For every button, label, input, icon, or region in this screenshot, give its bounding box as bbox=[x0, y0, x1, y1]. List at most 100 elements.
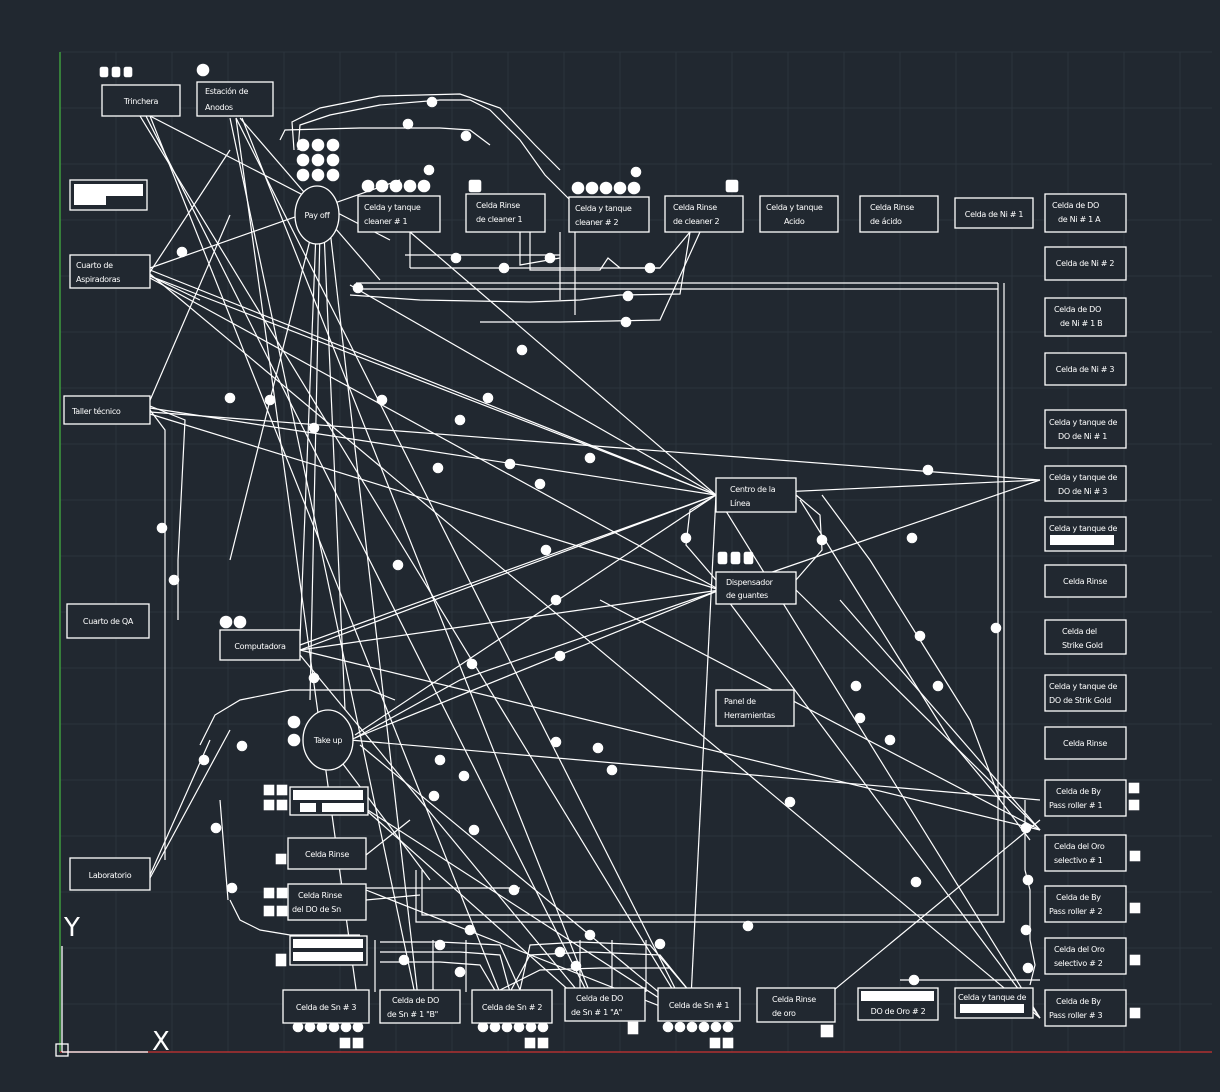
node-cleaner1-tank-label-2: cleaner # 1 bbox=[364, 217, 408, 226]
node-acido-tank-label-1: Celda y tanque bbox=[766, 203, 823, 212]
node-do-ni1-tank[interactable]: Celda y tanque de DO de Ni # 1 bbox=[1044, 409, 1127, 449]
node-cleaner2-tank[interactable]: Celda y tanque cleaner # 2 bbox=[568, 196, 650, 233]
icon-cluster-trinchera bbox=[99, 66, 133, 78]
node-acido-rinse-label-2: de ácido bbox=[870, 217, 902, 226]
icon-cluster-left-panel bbox=[263, 784, 288, 967]
node-celda-rinse-left[interactable]: Celda Rinse bbox=[287, 837, 367, 870]
flow-marker-core bbox=[312, 425, 316, 431]
node-centro-linea[interactable]: Centro de la Línea bbox=[715, 477, 797, 513]
icon-cluster-rinse1 bbox=[468, 179, 482, 193]
flow-marker-core bbox=[502, 265, 506, 271]
node-cuarto-aspiradoras-label-2: Aspiradoras bbox=[76, 275, 120, 284]
node-cleaner2-tank-label-1: Celda y tanque bbox=[575, 204, 632, 213]
flow-marker-core bbox=[486, 395, 490, 401]
node-do-strike-gold-label-2: DO de Strik Gold bbox=[1049, 696, 1111, 705]
node-do-sn1a-label-1: Celda de DO bbox=[576, 994, 623, 1003]
node-oro-sel2[interactable]: Celda del Oro selectivo # 2 bbox=[1044, 937, 1127, 975]
node-by-pass3[interactable]: Celda de By Pass roller # 3 bbox=[1044, 989, 1127, 1027]
node-computadora[interactable]: Computadora bbox=[219, 629, 301, 661]
flow-marker-core bbox=[436, 465, 440, 471]
flow-marker-core bbox=[888, 737, 892, 743]
node-sn1[interactable]: Celda de Sn # 1 bbox=[657, 987, 741, 1022]
node-cuarto-aspiradoras[interactable]: Cuarto de Aspiradoras bbox=[69, 254, 151, 289]
node-oro-sel1-label-2: selectivo # 1 bbox=[1054, 856, 1103, 865]
node-cleaner1-rinse[interactable]: Celda Rinse de cleaner 1 bbox=[465, 193, 546, 233]
icon-cluster-sn1 bbox=[662, 1021, 734, 1049]
node-by-pass1-label-1: Celda de By bbox=[1056, 787, 1101, 796]
node-rinse-do-sn[interactable]: Celda Rinse del DO de Sn bbox=[287, 883, 367, 921]
node-ni2[interactable]: Celda de Ni # 2 bbox=[1044, 246, 1127, 281]
node-pay-off[interactable]: Pay off bbox=[294, 185, 340, 245]
node-ni3[interactable]: Celda de Ni # 3 bbox=[1044, 352, 1127, 386]
node-rinse-do-sn-label-1: Celda Rinse bbox=[298, 891, 342, 900]
node-cleaner2-rinse[interactable]: Celda Rinse de cleaner 2 bbox=[664, 195, 744, 233]
node-do-ni1b[interactable]: Celda de DO de Ni # 1 B bbox=[1044, 297, 1127, 337]
node-cuarto-qa[interactable]: Cuarto de QA bbox=[66, 603, 150, 639]
node-rinse-oro[interactable]: Celda Rinse de oro bbox=[756, 987, 836, 1023]
node-do-strike-gold[interactable]: Celda y tanque de DO de Strik Gold bbox=[1044, 674, 1127, 712]
node-ni2-label: Celda de Ni # 2 bbox=[1056, 259, 1115, 268]
node-do-oro2[interactable]: DO de Oro # 2 bbox=[857, 987, 939, 1021]
node-anodos-label-1: Estación de bbox=[205, 86, 248, 96]
node-sn2-label: Celda de Sn # 2 bbox=[482, 1003, 543, 1012]
icon-cluster-rinse2 bbox=[725, 179, 739, 193]
node-cleaner1-rinse-label-2: de cleaner 1 bbox=[476, 215, 523, 224]
node-strike-gold[interactable]: Celda del Strike Gold bbox=[1044, 619, 1127, 655]
y-axis-label: Y bbox=[63, 913, 80, 943]
node-do-sn1a-label-2: de Sn # 1 "A" bbox=[571, 1008, 622, 1017]
node-by-pass2[interactable]: Celda de By Pass roller # 2 bbox=[1044, 885, 1127, 923]
node-sn3[interactable]: Celda de Sn # 3 bbox=[282, 989, 370, 1024]
node-rinse-right1[interactable]: Celda Rinse bbox=[1044, 564, 1127, 598]
node-tank-blank[interactable]: Celda y tanque de bbox=[1044, 516, 1127, 552]
node-rinse-right2[interactable]: Celda Rinse bbox=[1044, 726, 1127, 760]
node-sn2[interactable]: Celda de Sn # 2 bbox=[471, 989, 553, 1024]
node-oro-sel1[interactable]: Celda del Oro selectivo # 1 bbox=[1044, 834, 1127, 872]
flow-marker-core bbox=[470, 661, 474, 667]
flow-marker-core bbox=[462, 773, 466, 779]
flow-marker-core bbox=[430, 99, 434, 105]
node-centro-linea-label-1: Centro de la bbox=[730, 485, 776, 494]
node-pay-off-label: Pay off bbox=[304, 211, 330, 220]
node-blank-panel bbox=[289, 786, 369, 816]
node-tank-blank-label: Celda y tanque de bbox=[1049, 524, 1118, 533]
node-do-sn1b[interactable]: Celda de DO de Sn # 1 "B" bbox=[379, 989, 461, 1024]
node-do-ni3-tank[interactable]: Celda y tanque de DO de Ni # 3 bbox=[1044, 465, 1127, 502]
node-tank-bottom[interactable]: Celda y tanque de bbox=[954, 987, 1034, 1019]
node-by-pass3-label-1: Celda de By bbox=[1056, 997, 1101, 1006]
flow-marker-core bbox=[588, 932, 592, 938]
node-do-sn1a[interactable]: Celda de DO de Sn # 1 "A" bbox=[564, 987, 646, 1022]
flow-marker-core bbox=[746, 923, 750, 929]
node-ni1[interactable]: Celda de Ni # 1 bbox=[954, 197, 1034, 229]
node-laboratorio[interactable]: Laboratorio bbox=[69, 857, 151, 891]
node-cleaner2-rinse-label-1: Celda Rinse bbox=[673, 203, 717, 212]
node-trinchera[interactable]: Trinchera bbox=[101, 84, 181, 117]
flow-marker-core bbox=[438, 757, 442, 763]
node-anodos-label-2: Anodos bbox=[205, 103, 233, 112]
flow-marker-core bbox=[1024, 927, 1028, 933]
node-do-ni1a[interactable]: Celda de DO de Ni # 1 A bbox=[1044, 193, 1127, 233]
node-ni3-label: Celda de Ni # 3 bbox=[1056, 365, 1115, 374]
flow-marker-core bbox=[464, 133, 468, 139]
node-anodos[interactable]: Estación de Anodos bbox=[196, 81, 274, 117]
flow-marker-core bbox=[624, 319, 628, 325]
node-acido-tank[interactable]: Celda y tanque Acido bbox=[759, 195, 839, 233]
flow-marker-core bbox=[356, 285, 360, 291]
flow-marker-core bbox=[610, 767, 614, 773]
node-cleaner1-tank[interactable]: Celda y tanque cleaner # 1 bbox=[357, 195, 441, 233]
node-panel-herramientas[interactable]: Panel de Herramientas bbox=[715, 689, 795, 727]
node-sn1-label: Celda de Sn # 1 bbox=[669, 1001, 730, 1010]
node-by-pass1[interactable]: Celda de By Pass roller # 1 bbox=[1044, 779, 1127, 817]
node-panel-herramientas-label-1: Panel de bbox=[724, 697, 756, 706]
node-take-up[interactable]: Take up bbox=[302, 709, 354, 771]
flow-marker-core bbox=[858, 715, 862, 721]
flow-marker-core bbox=[468, 927, 472, 933]
node-acido-rinse[interactable]: Celda Rinse de ácido bbox=[859, 195, 939, 233]
node-dispensador[interactable]: Dispensador de guantes bbox=[715, 571, 797, 605]
flow-marker-core bbox=[438, 942, 442, 948]
node-strike-gold-label-2: Strike Gold bbox=[1062, 641, 1103, 650]
icon-cluster-sn2 bbox=[477, 1021, 549, 1049]
node-taller-tecnico[interactable]: Taller técnico bbox=[63, 395, 151, 425]
flow-marker-core bbox=[574, 963, 578, 969]
